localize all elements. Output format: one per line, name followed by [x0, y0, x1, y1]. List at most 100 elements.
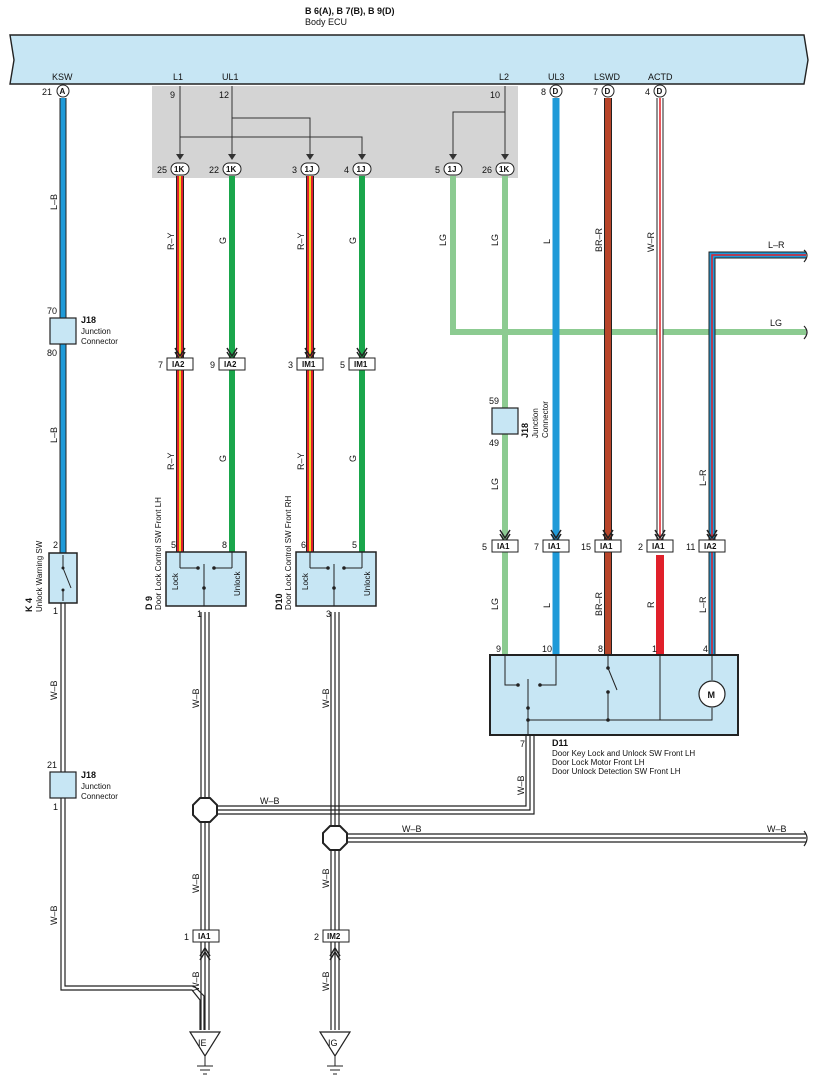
inline-term-25: 25 1K — [157, 162, 190, 176]
svg-text:1: 1 — [197, 609, 202, 619]
wire-label-wb-4: W–B — [191, 873, 201, 893]
motor-icon — [698, 680, 726, 708]
svg-text:25: 25 — [157, 165, 167, 175]
wire-label-lb-1: L–B — [49, 194, 59, 210]
svg-text:21: 21 — [42, 87, 52, 97]
conn-ia1-1: 1 IA1 — [184, 929, 220, 961]
wire-label-wb-7: W–B — [321, 868, 331, 888]
svg-text:Connector: Connector — [81, 792, 118, 801]
ecu-pin-ksw: 21 A — [42, 84, 70, 98]
wire-lr — [708, 251, 806, 655]
svg-text:1: 1 — [53, 802, 58, 812]
svg-text:Unlock: Unlock — [233, 571, 242, 596]
conn-ia2-11: 11 IA2 — [686, 529, 726, 553]
wire-label-l-2: L — [542, 603, 552, 608]
wire-label-wb-2: W–B — [49, 905, 59, 925]
wire-label-lb-2: L–B — [49, 427, 59, 443]
svg-text:5: 5 — [435, 165, 440, 175]
ground-ig: IG — [318, 1031, 352, 1075]
inline-term-4: 4 1J — [344, 162, 372, 176]
ecu-pin-ul1: 12 — [219, 90, 229, 100]
inline-term-26: 26 1K — [482, 162, 515, 176]
wire-label-lg-1: LG — [438, 234, 448, 246]
svg-text:D 9: D 9 — [144, 596, 154, 610]
svg-text:7: 7 — [593, 87, 598, 97]
svg-text:4: 4 — [703, 644, 708, 654]
svg-text:1J: 1J — [448, 165, 457, 174]
svg-text:1: 1 — [184, 932, 189, 942]
inline-term-22: 22 1K — [209, 162, 242, 176]
component-d11: M 9 10 8 1 4 7 D11 Door Key Lock and Unl… — [489, 644, 739, 776]
svg-text:5: 5 — [171, 540, 176, 550]
wire-label-g-4: G — [348, 455, 358, 462]
inline-term-3: 3 1J — [292, 162, 320, 176]
svg-text:1: 1 — [652, 644, 657, 654]
wire-label-g-3: G — [348, 237, 358, 244]
ecu-term-actd: ACTD — [648, 72, 673, 82]
svg-text:A: A — [60, 87, 66, 96]
conn-ia1-2: 2 IA1 — [638, 529, 674, 553]
ecu-internal-lines — [179, 86, 506, 158]
wire-label-ry-2: R–Y — [166, 452, 176, 470]
svg-text:D: D — [657, 87, 663, 96]
svg-text:J18: J18 — [81, 315, 96, 325]
svg-text:IA1: IA1 — [652, 542, 665, 551]
svg-text:5: 5 — [340, 360, 345, 370]
svg-text:59: 59 — [489, 396, 499, 406]
wire-label-wb-11: W–B — [402, 824, 422, 834]
component-k4: 2 1 K 4 Unlock Warning SW — [24, 540, 78, 616]
svg-text:7: 7 — [520, 739, 525, 749]
svg-text:2: 2 — [53, 540, 58, 550]
wire-label-lr-1: L–R — [768, 240, 785, 250]
lg-end-cap — [803, 325, 808, 340]
junction-j18-bot: 21 1 J18 Junction Connector — [47, 760, 118, 812]
wire-label-l-1: L — [542, 239, 552, 244]
wb-end-cap — [803, 830, 808, 847]
component-d9: Lock Unlock 5 8 1 D 9 Door Lock Control … — [144, 497, 247, 619]
wire-label-wb-9: W–B — [516, 775, 526, 795]
svg-text:9: 9 — [210, 360, 215, 370]
ecu-internal-area — [152, 86, 518, 178]
junction-j18-mid: 59 49 J18 Junction Connector — [489, 396, 550, 448]
svg-text:1K: 1K — [226, 165, 236, 174]
svg-text:M: M — [708, 690, 716, 700]
svg-text:IA1: IA1 — [497, 542, 510, 551]
svg-text:1J: 1J — [357, 165, 366, 174]
svg-text:Junction: Junction — [81, 782, 111, 791]
svg-text:2: 2 — [314, 932, 319, 942]
ecu-codes: B 6(A), B 7(B), B 9(D) — [305, 6, 395, 16]
conn-im1-5: 5 IM1 — [340, 347, 376, 371]
svg-text:1K: 1K — [174, 165, 184, 174]
conn-ia2-7: 7 IA2 — [158, 347, 194, 371]
svg-text:8: 8 — [598, 644, 603, 654]
svg-text:Lock: Lock — [301, 572, 310, 590]
conn-ia1-7: 7 IA1 — [534, 529, 570, 553]
svg-text:7: 7 — [158, 360, 163, 370]
svg-text:Unlock Warning SW: Unlock Warning SW — [35, 540, 44, 612]
wire-label-wb-6: W–B — [321, 688, 331, 708]
ecu-term-ul3: UL3 — [548, 72, 565, 82]
svg-text:5: 5 — [482, 542, 487, 552]
wire-label-g-2: G — [218, 455, 228, 462]
wire-label-wb-1: W–B — [49, 680, 59, 700]
ecu-pin-ul3: 8 D — [541, 84, 563, 98]
wire-label-ry-4: R–Y — [296, 452, 306, 470]
svg-text:70: 70 — [47, 306, 57, 316]
wire-label-brr-1: BR–R — [594, 227, 604, 252]
svg-text:26: 26 — [482, 165, 492, 175]
svg-text:22: 22 — [209, 165, 219, 175]
junction-j18-top: 70 80 J18 Junction Connector — [47, 306, 118, 358]
wire-label-lr-3: L–R — [698, 596, 708, 613]
svg-text:49: 49 — [489, 438, 499, 448]
splice-d10 — [322, 825, 348, 851]
svg-text:11: 11 — [686, 542, 695, 552]
svg-text:Unlock: Unlock — [363, 571, 372, 596]
svg-text:Door Lock Motor Front LH: Door Lock Motor Front LH — [552, 758, 645, 767]
conn-ia1-15: 15 IA1 — [581, 529, 622, 553]
svg-text:10: 10 — [542, 644, 552, 654]
svg-text:Connector: Connector — [81, 337, 118, 346]
svg-text:Junction: Junction — [81, 327, 111, 336]
wire-label-brr-2: BR–R — [594, 591, 604, 616]
svg-text:8: 8 — [222, 540, 227, 550]
